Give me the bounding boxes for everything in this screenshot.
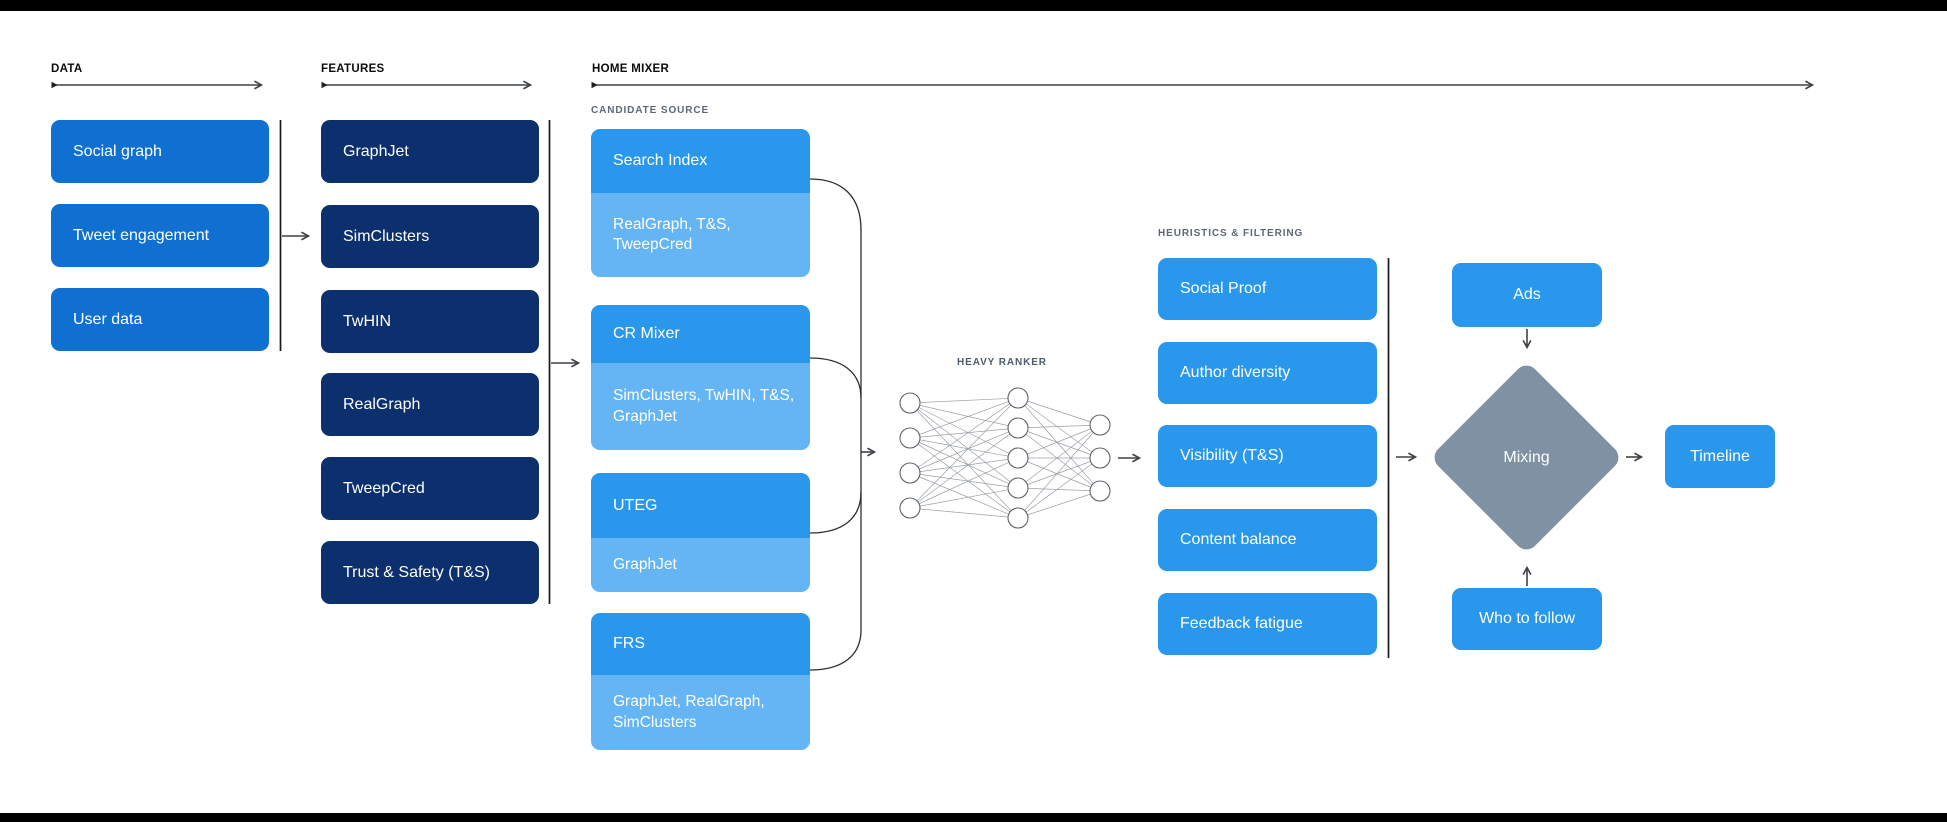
- candidate-sources-list: GraphJet, RealGraph, SimClusters: [591, 675, 810, 750]
- feature-box-simclusters: SimClusters: [321, 205, 539, 268]
- candidate-name: UTEG: [591, 473, 810, 538]
- candidate-name: CR Mixer: [591, 305, 810, 363]
- heuristics-box-label: Visibility (T&S): [1180, 447, 1284, 464]
- who-to-follow-box: Who to follow: [1452, 588, 1602, 650]
- candidate-sources-list: GraphJet: [591, 538, 810, 592]
- heavy-ranker-label: HEAVY RANKER: [957, 357, 1047, 368]
- data-box-label: Tweet engagement: [73, 226, 210, 244]
- feature-box-trust-safety: Trust & Safety (T&S): [321, 541, 539, 604]
- heuristics-box-feedback-fatigue: Feedback fatigue: [1158, 593, 1377, 655]
- candidate-collector-curves: [809, 178, 862, 671]
- top-black-bar: [0, 0, 1947, 11]
- data-box-user-data: User data: [51, 288, 269, 351]
- heuristics-box-visibility: Visibility (T&S): [1158, 425, 1377, 487]
- feature-box-graphjet: GraphJet: [321, 120, 539, 183]
- heuristics-box-label: Social Proof: [1180, 280, 1267, 297]
- network-edges-input-hidden: [909, 397, 1019, 519]
- data-box-social-graph: Social graph: [51, 120, 269, 183]
- candidate-sources-list: RealGraph, T&S, TweepCred: [591, 193, 810, 277]
- bottom-black-bar: [0, 813, 1947, 822]
- candidate-box-search-index: Search Index RealGraph, T&S, TweepCred: [591, 129, 810, 277]
- section-header-home-mixer: HOME MIXER: [592, 63, 670, 75]
- candidate-box-cr-mixer: CR Mixer SimClusters, TwHIN, T&S, GraphJ…: [591, 305, 810, 450]
- candidate-sources-list: SimClusters, TwHIN, T&S, GraphJet: [591, 363, 810, 450]
- data-box-label: User data: [73, 310, 143, 328]
- heuristics-box-content-balance: Content balance: [1158, 509, 1377, 571]
- feature-box-realgraph: RealGraph: [321, 373, 539, 436]
- feature-box-label: GraphJet: [343, 142, 409, 160]
- candidate-name: Search Index: [591, 129, 810, 193]
- timeline-box: Timeline: [1665, 425, 1775, 488]
- candidate-box-frs: FRS GraphJet, RealGraph, SimClusters: [591, 613, 810, 750]
- heavy-ranker-network: [899, 387, 1111, 529]
- search-index-connector: [809, 178, 862, 231]
- heuristics-box-label: Content balance: [1180, 531, 1297, 548]
- mixing-diamond: Mixing: [1429, 360, 1624, 555]
- who-to-follow-label: Who to follow: [1478, 610, 1576, 627]
- feature-box-tweepcred: TweepCred: [321, 457, 539, 520]
- flow-arrows: [282, 231, 1644, 586]
- feature-box-label: TweepCred: [343, 479, 425, 497]
- section-header-features: FEATURES: [321, 63, 385, 75]
- mixing-label: Mixing: [1503, 448, 1550, 466]
- ads-label: Ads: [1513, 286, 1541, 303]
- heuristics-box-author-diversity: Author diversity: [1158, 342, 1377, 404]
- timeline-label: Timeline: [1690, 447, 1750, 465]
- heuristics-filtering-label: HEURISTICS & FILTERING: [1158, 228, 1304, 239]
- section-header-data: DATA: [51, 63, 83, 75]
- network-nodes: [899, 387, 1111, 529]
- heuristics-box-label: Feedback fatigue: [1180, 615, 1303, 632]
- cr-mixer-connector: [809, 357, 862, 399]
- feature-box-label: SimClusters: [343, 227, 430, 245]
- network-edges-hidden-output: [1017, 397, 1101, 519]
- uteg-connector: [809, 491, 862, 534]
- candidate-box-uteg: UTEG GraphJet: [591, 473, 810, 592]
- heuristics-box-label: Author diversity: [1180, 364, 1291, 381]
- feature-box-label: TwHIN: [343, 312, 391, 330]
- feature-box-label: Trust & Safety (T&S): [343, 563, 490, 581]
- candidate-source-label: CANDIDATE SOURCE: [591, 105, 710, 116]
- heuristics-box-social-proof: Social Proof: [1158, 258, 1377, 320]
- data-box-tweet-engagement: Tweet engagement: [51, 204, 269, 267]
- candidate-name: FRS: [591, 613, 810, 675]
- data-box-label: Social graph: [73, 142, 162, 160]
- frs-connector: [809, 629, 862, 671]
- feature-box-twhin: TwHIN: [321, 290, 539, 353]
- feature-box-label: RealGraph: [343, 395, 421, 413]
- ads-box: Ads: [1452, 263, 1602, 327]
- column-dividers: [279, 120, 1390, 658]
